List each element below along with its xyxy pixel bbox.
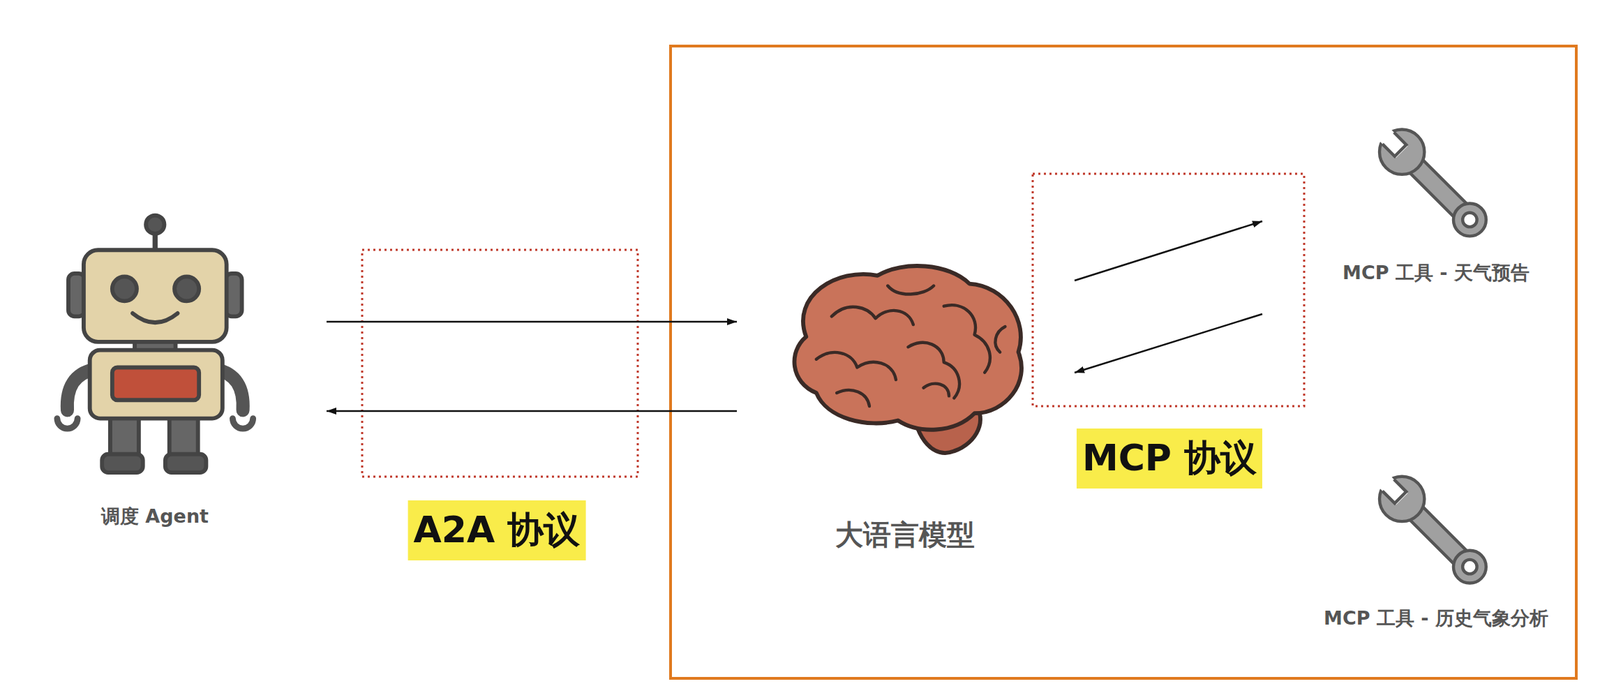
component-node: 调度 Agent	[30, 202, 327, 538]
wrench-icon	[1367, 117, 1498, 248]
node-label: 大语言模型	[835, 517, 975, 552]
protocol-arrow	[1074, 313, 1263, 373]
component-node: MCP 工具 - 历史气象分析	[1262, 468, 1570, 637]
protocol-label: MCP 协议	[1076, 428, 1263, 489]
protocol-arrow	[326, 410, 737, 413]
robot-icon	[57, 215, 254, 474]
protocol-arrow	[326, 320, 737, 324]
agent-boundary	[670, 46, 1577, 679]
protocol-label: A2A 协议	[408, 500, 587, 561]
node-label: 调度 Agent	[101, 505, 209, 528]
a2a-dotted-frame	[362, 249, 638, 477]
component-node: MCP 工具 - 天气预告	[1262, 122, 1570, 332]
mcp-dotted-frame	[1032, 173, 1305, 407]
wrench-icon	[1367, 464, 1498, 594]
node-label: MCP 工具 - 历史气象分析	[1323, 607, 1549, 630]
node-label: MCP 工具 - 天气预告	[1342, 261, 1530, 284]
protocol-arrow	[1074, 221, 1263, 281]
component-node: 大语言模型	[736, 251, 1075, 559]
brain-icon	[794, 265, 1021, 453]
